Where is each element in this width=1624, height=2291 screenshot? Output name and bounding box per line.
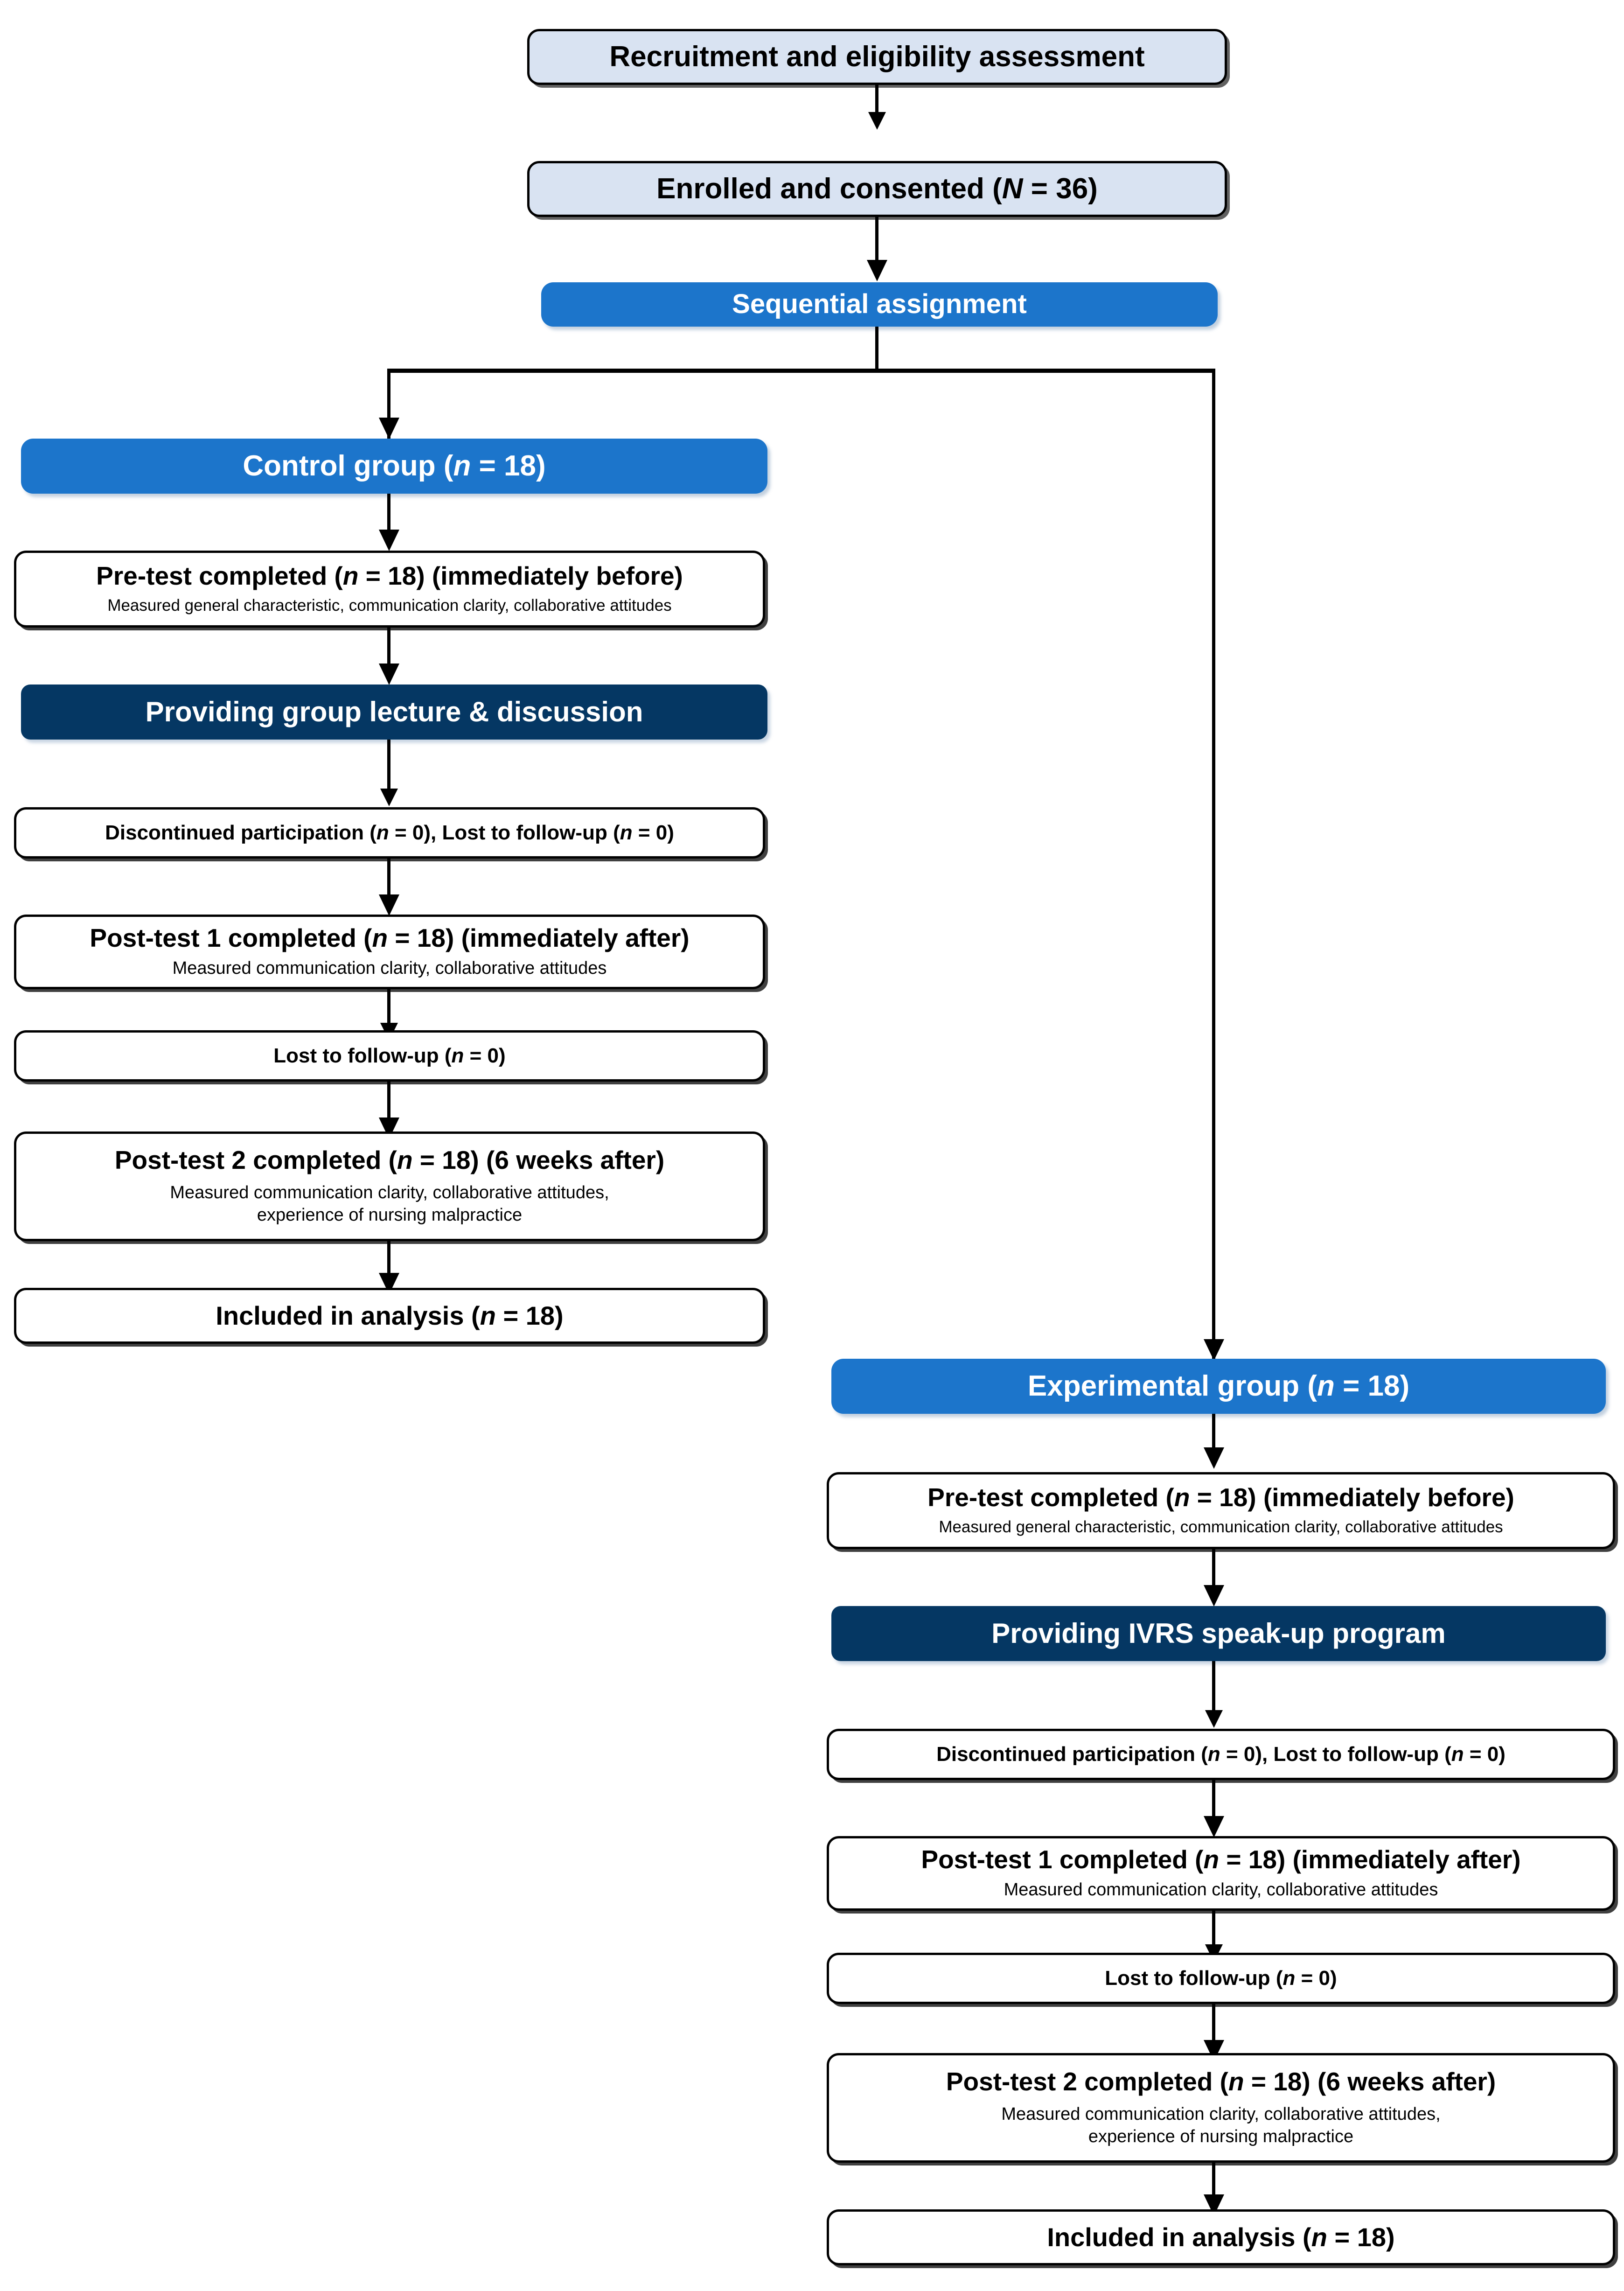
node-experimental-pretest-title: Pre-test completed (n = 18) (immediately… — [927, 1483, 1514, 1512]
connector-control-pretest-to-intervention — [387, 628, 390, 677]
node-control-pretest: Pre-test completed (n = 18) (immediately… — [14, 551, 765, 628]
connector-experimental-attrition-to-posttest1 — [1212, 1780, 1215, 1829]
node-experimental-posttest1: Post-test 1 completed (n = 18) (immediat… — [827, 1836, 1615, 1911]
node-experimental-lost: Lost to follow-up (n = 0) — [827, 1953, 1615, 2004]
arrowhead-experimental-intervention — [1204, 1585, 1224, 1606]
connector-branch-left-down — [387, 369, 390, 439]
connector-experimental-posttest1-to-lost — [1212, 1911, 1215, 1957]
arrowhead-to-experimental-group — [1204, 1339, 1224, 1361]
node-experimental-posttest2: Post-test 2 completed (n = 18) (6 weeks … — [827, 2053, 1615, 2163]
node-experimental-group-label: Experimental group (n = 18) — [1027, 1370, 1410, 1403]
arrowhead-experimental-pretest — [1204, 1447, 1224, 1469]
connector-experimental-pretest-to-intervention — [1212, 1549, 1215, 1598]
node-experimental-analysis: Included in analysis (n = 18) — [827, 2209, 1615, 2265]
node-control-posttest2: Post-test 2 completed (n = 18) (6 weeks … — [14, 1132, 765, 1241]
node-control-group: Control group (n = 18) — [21, 439, 767, 494]
node-control-group-label: Control group (n = 18) — [243, 450, 546, 482]
node-control-analysis: Included in analysis (n = 18) — [14, 1288, 765, 1344]
node-experimental-attrition: Discontinued participation (n = 0), Lost… — [827, 1729, 1615, 1780]
node-control-attrition-label: Discontinued participation (n = 0), Lost… — [105, 821, 674, 845]
connector-recruitment-to-enrolled — [875, 85, 878, 118]
connector-experimental-lost-to-posttest2 — [1212, 2004, 1215, 2053]
connector-branch-right-down — [1212, 369, 1215, 1360]
node-experimental-posttest2-sub-2: experience of nursing malpractice — [1088, 2127, 1354, 2147]
node-experimental-attrition-label: Discontinued participation (n = 0), Lost… — [936, 1743, 1506, 1766]
arrowhead-control-pretest — [379, 530, 399, 551]
node-experimental-intervention-label: Providing IVRS speak-up program — [991, 1618, 1446, 1649]
connector-experimental-intervention-to-attrition — [1212, 1661, 1215, 1722]
arrowhead-experimental-attrition — [1205, 1710, 1223, 1728]
node-experimental-lost-label: Lost to follow-up (n = 0) — [1105, 1967, 1337, 1990]
node-experimental-pretest: Pre-test completed (n = 18) (immediately… — [827, 1472, 1615, 1549]
node-control-pretest-sub: Measured general characteristic, communi… — [107, 596, 672, 615]
node-experimental-posttest2-sub-1: Measured communication clarity, collabor… — [1001, 2104, 1441, 2124]
connector-enrolled-to-assignment — [875, 217, 878, 272]
node-recruitment: Recruitment and eligibility assessment — [527, 29, 1227, 85]
arrowhead-experimental-posttest1 — [1204, 1816, 1224, 1837]
connector-experimental-posttest2-to-analysis — [1212, 2163, 1215, 2205]
connector-control-posttest2-to-analysis — [387, 1241, 390, 1283]
node-control-analysis-label: Included in analysis (n = 18) — [216, 1300, 564, 1330]
node-experimental-posttest2-title: Post-test 2 completed (n = 18) (6 weeks … — [946, 2067, 1496, 2096]
node-control-intervention-label: Providing group lecture & discussion — [145, 696, 643, 728]
node-experimental-group: Experimental group (n = 18) — [831, 1359, 1606, 1414]
node-experimental-posttest1-sub: Measured communication clarity, collabor… — [1004, 1880, 1438, 1900]
node-recruitment-label: Recruitment and eligibility assessment — [609, 41, 1145, 73]
node-control-pretest-title: Pre-test completed (n = 18) (immediately… — [96, 561, 683, 591]
node-control-intervention: Providing group lecture & discussion — [21, 685, 767, 740]
node-enrolled: Enrolled and consented (N = 36) — [527, 161, 1227, 217]
node-control-posttest2-sub-2: experience of nursing malpractice — [257, 1205, 523, 1225]
node-experimental-analysis-label: Included in analysis (n = 18) — [1047, 2222, 1395, 2252]
node-experimental-posttest1-title: Post-test 1 completed (n = 18) (immediat… — [921, 1844, 1521, 1874]
connector-experimental-group-to-pretest — [1212, 1414, 1215, 1460]
connector-control-intervention-to-attrition — [387, 740, 390, 800]
node-sequential-assignment-label: Sequential assignment — [732, 289, 1027, 320]
node-enrolled-label: Enrolled and consented (N = 36) — [656, 173, 1098, 205]
arrowhead-to-control-group — [379, 418, 399, 439]
arrowhead-control-attrition — [380, 789, 398, 806]
connector-control-posttest1-to-lost — [387, 989, 390, 1036]
connector-control-group-to-pretest — [387, 494, 390, 543]
node-control-attrition: Discontinued participation (n = 0), Lost… — [14, 807, 765, 859]
node-experimental-pretest-sub: Measured general characteristic, communi… — [939, 1517, 1503, 1536]
node-sequential-assignment: Sequential assignment — [541, 282, 1218, 327]
node-control-posttest1-sub: Measured communication clarity, collabor… — [172, 958, 607, 978]
node-control-lost: Lost to follow-up (n = 0) — [14, 1030, 765, 1082]
connector-branch-horizontal — [387, 369, 1215, 373]
connector-assignment-stem — [875, 327, 878, 371]
connector-control-lost-to-posttest2 — [387, 1082, 390, 1131]
arrowhead-enrolled-to-assignment — [867, 260, 887, 281]
node-control-posttest1-title: Post-test 1 completed (n = 18) (immediat… — [90, 923, 690, 952]
node-control-posttest2-sub-1: Measured communication clarity, collabor… — [170, 1182, 609, 1202]
arrowhead-control-intervention — [379, 664, 399, 685]
arrowhead-control-posttest1 — [379, 894, 399, 916]
arrowhead-recruitment-to-enrolled — [868, 112, 886, 130]
node-control-lost-label: Lost to follow-up (n = 0) — [273, 1044, 506, 1068]
node-control-posttest1: Post-test 1 completed (n = 18) (immediat… — [14, 915, 765, 989]
node-experimental-intervention: Providing IVRS speak-up program — [831, 1606, 1606, 1661]
node-control-posttest2-title: Post-test 2 completed (n = 18) (6 weeks … — [114, 1146, 665, 1175]
connector-control-attrition-to-posttest1 — [387, 859, 390, 908]
